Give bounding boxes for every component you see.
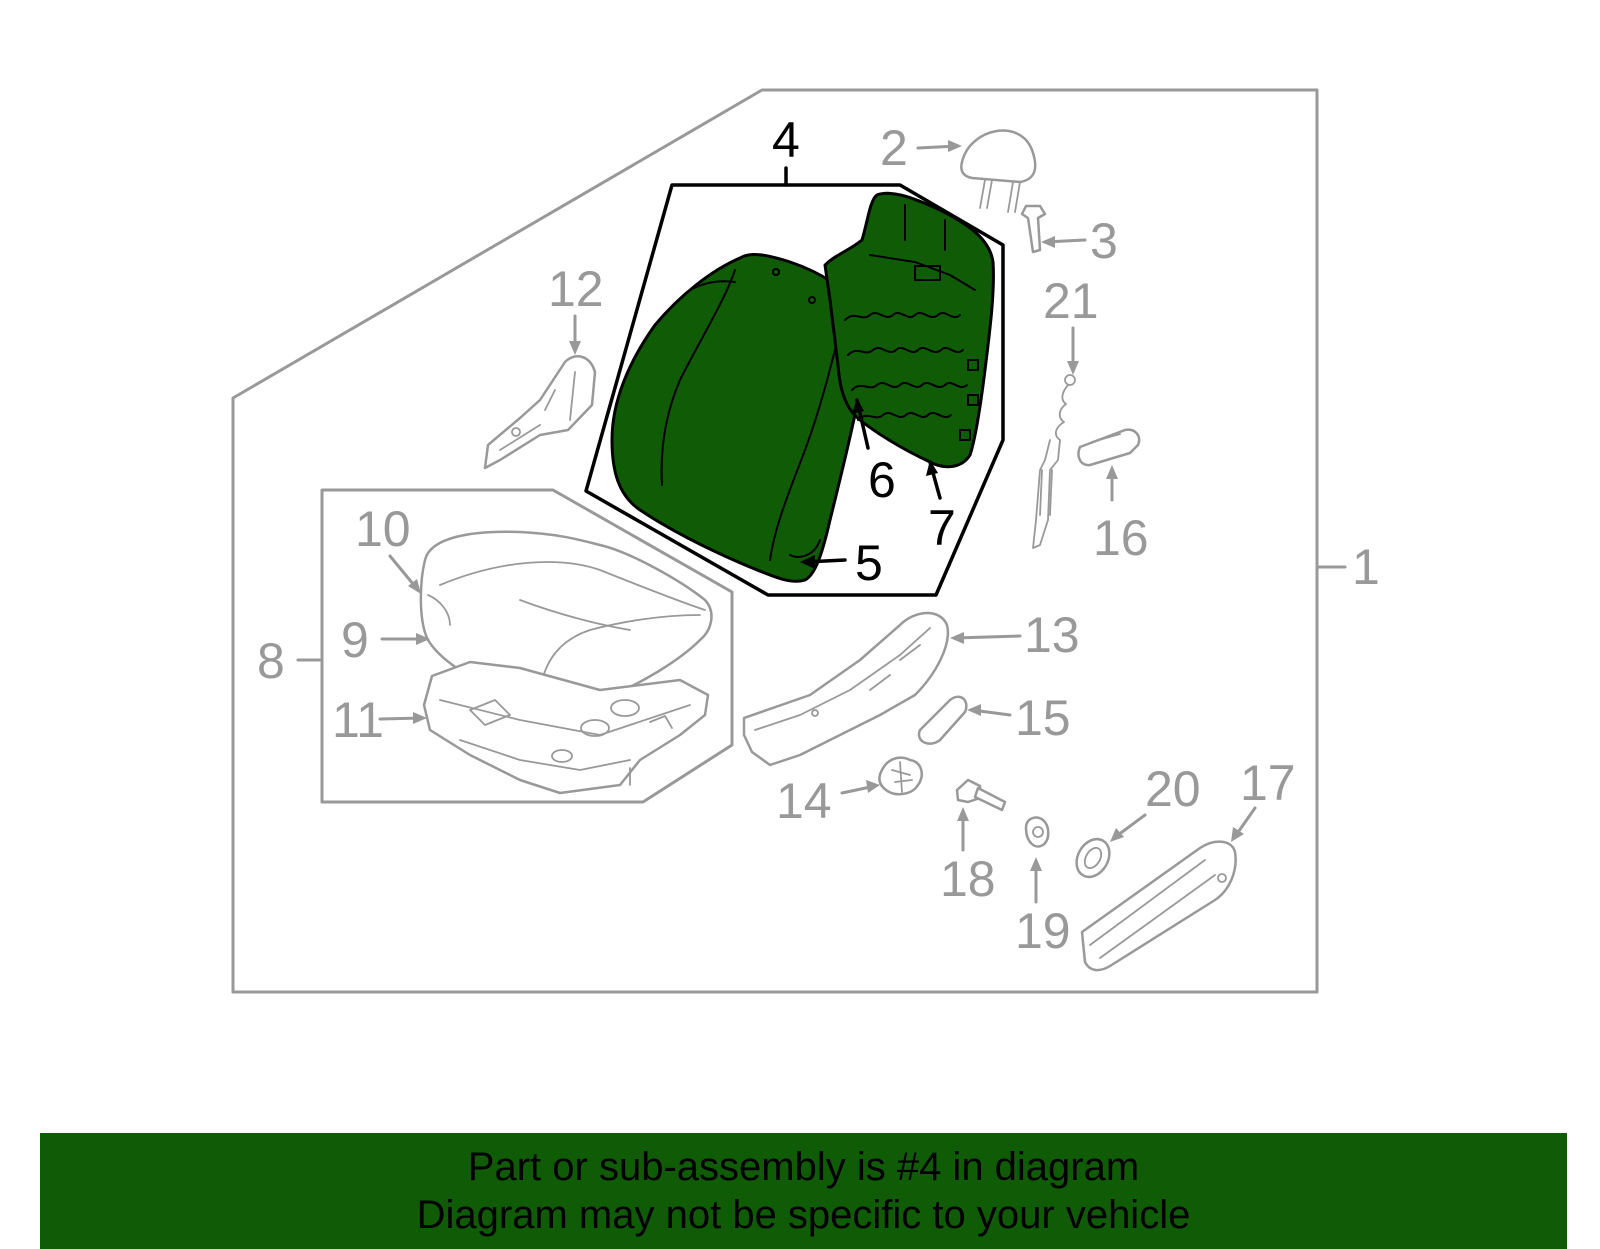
callout-13: 13 (1024, 607, 1080, 663)
assembly-panel (231, 88, 1319, 994)
seatback-frame (823, 191, 995, 469)
callout-21: 21 (1043, 273, 1099, 329)
callout-3: 3 (1090, 213, 1118, 269)
bolt (955, 778, 1007, 812)
callout-10: 10 (355, 501, 411, 557)
knob (1077, 428, 1141, 467)
callout-20: 20 (1145, 761, 1201, 817)
callout-1: 1 (1352, 539, 1380, 595)
callout-16: 16 (1093, 510, 1149, 566)
callout-11: 11 (332, 692, 384, 748)
arrow-5 (800, 555, 815, 569)
callout-7: 7 (928, 500, 956, 556)
clip (878, 756, 923, 796)
side-cover (1080, 840, 1237, 972)
seat-cushion (419, 530, 713, 709)
callout-2: 2 (880, 120, 908, 176)
seatback-cover (610, 253, 872, 583)
arrow-7 (926, 460, 938, 476)
banner-line-2: Diagram may not be specific to your vehi… (416, 1193, 1191, 1237)
recliner-cover-outer (742, 611, 950, 767)
callout-6: 6 (868, 452, 896, 508)
callout-14: 14 (776, 773, 832, 829)
lever-handle (917, 695, 968, 745)
arrow-6 (852, 398, 864, 414)
wire-assembly (1032, 374, 1076, 549)
callout-17: 17 (1240, 755, 1296, 811)
washer (1075, 837, 1111, 879)
callout-5: 5 (855, 535, 883, 591)
headrest (960, 129, 1037, 213)
recliner-cover-inner (483, 355, 597, 470)
headrest-guide (1020, 204, 1047, 254)
callout-4: 4 (772, 112, 800, 168)
callout-12: 12 (548, 261, 604, 317)
cushion-assembly-frame (320, 488, 734, 804)
callout-9: 9 (341, 612, 369, 668)
nut (1024, 816, 1050, 848)
banner-line-1: Part or sub-assembly is #4 in diagram (467, 1145, 1140, 1189)
info-banner: Part or sub-assembly is #4 in diagram Di… (40, 1133, 1567, 1249)
cushion-frame (422, 660, 710, 795)
callout-19: 19 (1015, 903, 1071, 959)
callout-15: 15 (1015, 690, 1071, 746)
seatback-assembly-frame (584, 183, 1005, 597)
callout-18: 18 (940, 851, 996, 907)
callout-8: 8 (257, 633, 285, 689)
